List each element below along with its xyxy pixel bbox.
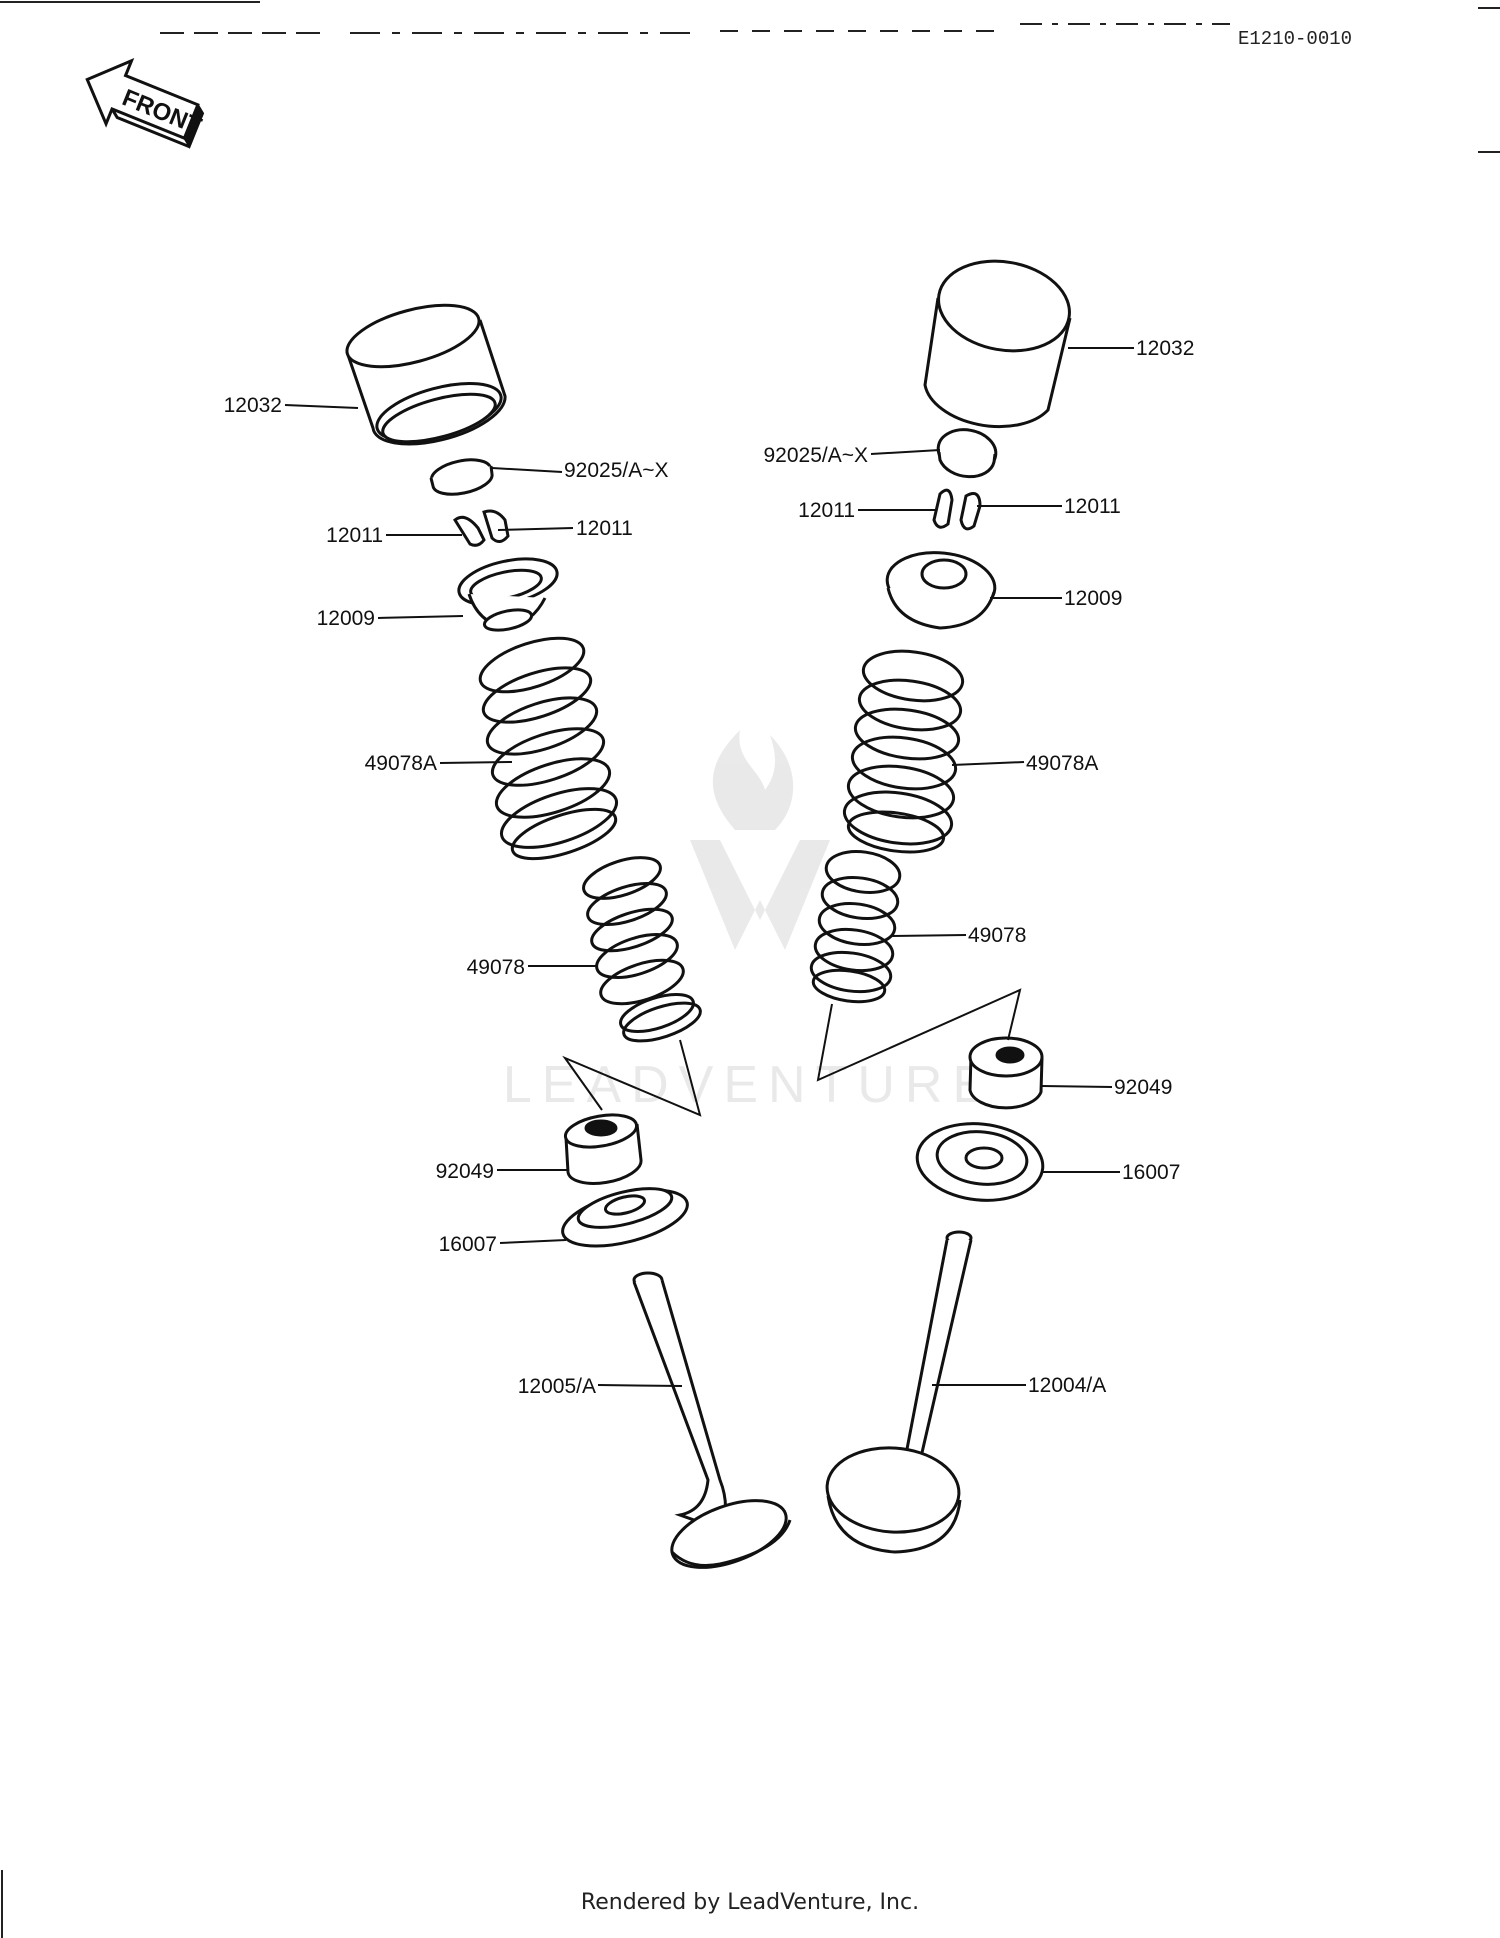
part-number-callouts: 12032 92025/A~X 12011 12011 12009 49078A… [224,337,1195,1398]
callout-right-inner-spring: 49078 [968,924,1026,947]
callout-right-valve: 12004/A [1028,1374,1106,1397]
callout-left-shim: 92025/A~X [564,459,669,482]
callout-left-seal: 92049 [436,1160,494,1183]
callout-right-tappet: 12032 [1136,337,1194,360]
callout-right-seat: 16007 [1122,1161,1180,1184]
callout-right-outer-spring: 49078A [1026,752,1098,775]
front-arrow-icon: FRONT [85,57,205,149]
footer-credit: Rendered by LeadVenture, Inc. [580,1890,920,1915]
left-retainer [455,551,562,634]
left-valve-seal [563,1110,641,1183]
callout-left-retainer: 12009 [317,607,375,630]
callout-left-outer-spring: 49078A [365,752,437,775]
left-tappet [341,293,507,451]
callout-left-tappet: 12032 [224,394,282,417]
right-outer-spring [841,645,966,857]
right-inner-spring [809,847,903,1006]
right-tappet [925,251,1077,426]
right-retainer [884,548,998,628]
left-inner-spring [579,849,705,1048]
callout-left-keeper-a: 12011 [326,524,383,547]
left-shim [429,455,493,494]
right-keepers [934,490,980,529]
callout-left-keeper-b: 12011 [576,517,633,540]
left-valve [634,1273,795,1581]
callout-left-inner-spring: 49078 [467,956,525,979]
callout-right-retainer: 12009 [1064,587,1122,610]
right-valve [824,1232,971,1552]
left-spring-seat [557,1179,693,1257]
left-keepers [455,511,508,545]
right-shim [935,425,999,476]
diagram-code: E1210-0010 [1238,28,1352,50]
left-outer-spring [474,627,624,868]
callout-left-valve: 12005/A [518,1375,596,1398]
watermark-text: LEADVENTURE [503,1056,997,1114]
right-spring-seat [913,1118,1046,1207]
callout-left-seat: 16007 [439,1233,497,1256]
assembly-guide-lines [562,988,1022,1117]
leader-lines [284,347,1134,1387]
callout-right-seal: 92049 [1114,1076,1172,1099]
right-valve-seal [970,1038,1042,1108]
callout-right-keeper-b: 12011 [1064,495,1121,518]
callout-right-keeper-a: 12011 [798,499,855,522]
callout-right-shim: 92025/A~X [763,444,868,467]
